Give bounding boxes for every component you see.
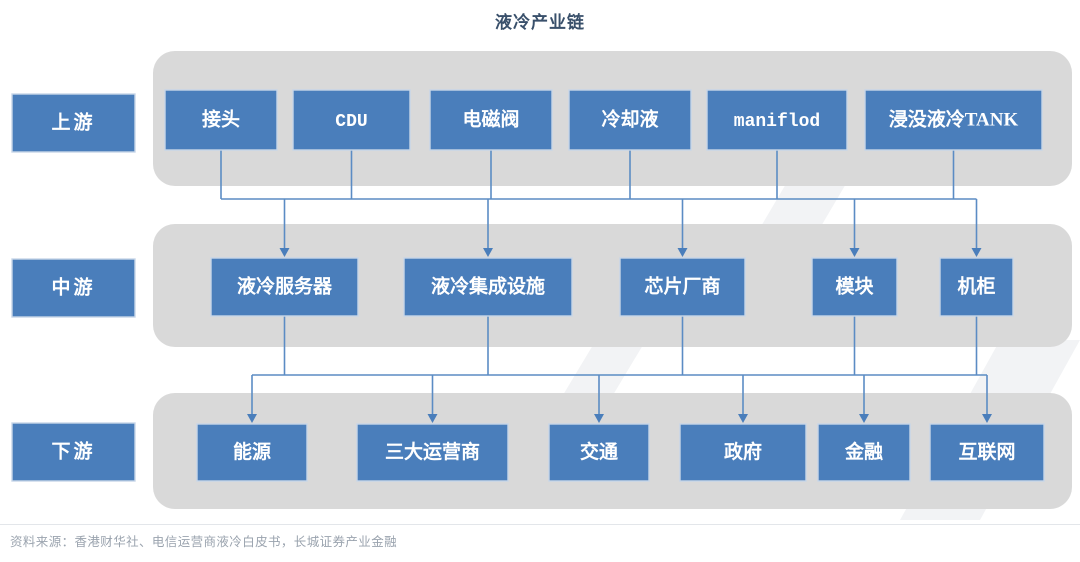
node-box-midstream-1[interactable] — [403, 257, 573, 317]
footer-divider — [0, 524, 1080, 525]
arrow-head-icon — [594, 414, 604, 423]
source-note: 资料来源：香港财华社、电信运营商液冷白皮书，长城证券产业金融 — [10, 535, 398, 549]
node-label-upstream-5: 浸没液冷TANK — [889, 107, 1019, 130]
node-label-midstream-4: 机柜 — [957, 275, 995, 297]
node-box-upstream-4[interactable] — [706, 89, 848, 151]
node-box-upstream-1[interactable] — [292, 89, 411, 151]
node-label-midstream-3: 模块 — [835, 274, 874, 297]
node-label-downstream-5: 互联网 — [958, 441, 1015, 463]
node-box-downstream-5[interactable] — [929, 423, 1045, 482]
node-label-upstream-1: CDU — [335, 112, 367, 132]
node-label-midstream-2: 芯片厂商 — [644, 274, 720, 297]
node-label-midstream-0: 液冷服务器 — [237, 274, 333, 297]
node-box-downstream-4[interactable] — [817, 423, 911, 482]
node-box-downstream-0[interactable] — [196, 423, 308, 482]
tier-label-text-midstream: 中游 — [51, 275, 95, 298]
tier-label-text-downstream: 下游 — [51, 439, 95, 462]
arrow-head-icon — [483, 248, 493, 257]
arrow-head-icon — [971, 248, 982, 257]
tier-label-box-upstream[interactable] — [11, 93, 136, 153]
node-label-midstream-1: 液冷集成设施 — [431, 274, 545, 297]
node-label-downstream-3: 政府 — [724, 440, 762, 463]
tier-label-box-midstream[interactable] — [11, 258, 136, 318]
tier-label-box-downstream[interactable] — [11, 422, 136, 482]
arrow-head-icon — [738, 414, 748, 423]
arrow-head-icon — [427, 414, 438, 423]
node-box-midstream-4[interactable] — [939, 257, 1014, 317]
node-box-midstream-3[interactable] — [811, 257, 898, 317]
node-box-downstream-3[interactable] — [679, 423, 807, 482]
node-box-downstream-2[interactable] — [548, 423, 650, 482]
page-title: 液冷产业链 — [495, 12, 585, 32]
node-label-downstream-0: 能源 — [233, 440, 271, 463]
node-box-upstream-3[interactable] — [568, 89, 692, 151]
arrow-head-icon — [247, 414, 257, 423]
node-label-upstream-2: 电磁阀 — [462, 107, 519, 130]
node-box-downstream-1[interactable] — [356, 423, 509, 482]
node-label-downstream-1: 三大运营商 — [385, 440, 480, 463]
tier-label-text-upstream: 上游 — [51, 110, 95, 133]
tier-nodes: 接头 CDU 电磁阀 冷却液 maniflod 浸没液冷TANK 液冷服务器 液冷集成设施 芯片… — [164, 89, 1045, 482]
arrow-head-icon — [849, 248, 860, 257]
node-label-upstream-0: 接头 — [202, 108, 240, 130]
node-box-midstream-2[interactable] — [619, 257, 746, 317]
node-box-midstream-0[interactable] — [210, 257, 359, 317]
node-box-upstream-5[interactable] — [864, 89, 1043, 151]
arrow-head-icon — [982, 414, 992, 423]
node-box-upstream-2[interactable] — [429, 89, 553, 151]
connector-lines — [220, 150, 992, 423]
node-box-upstream-0[interactable] — [164, 89, 278, 151]
arrow-head-icon — [677, 248, 688, 257]
arrow-head-icon — [859, 414, 869, 423]
node-label-upstream-4: maniflod — [734, 112, 820, 132]
node-label-downstream-2: 交通 — [580, 440, 619, 463]
node-label-downstream-4: 金融 — [844, 440, 883, 463]
arrow-head-icon — [279, 248, 290, 257]
node-label-upstream-3: 冷却液 — [601, 107, 659, 130]
